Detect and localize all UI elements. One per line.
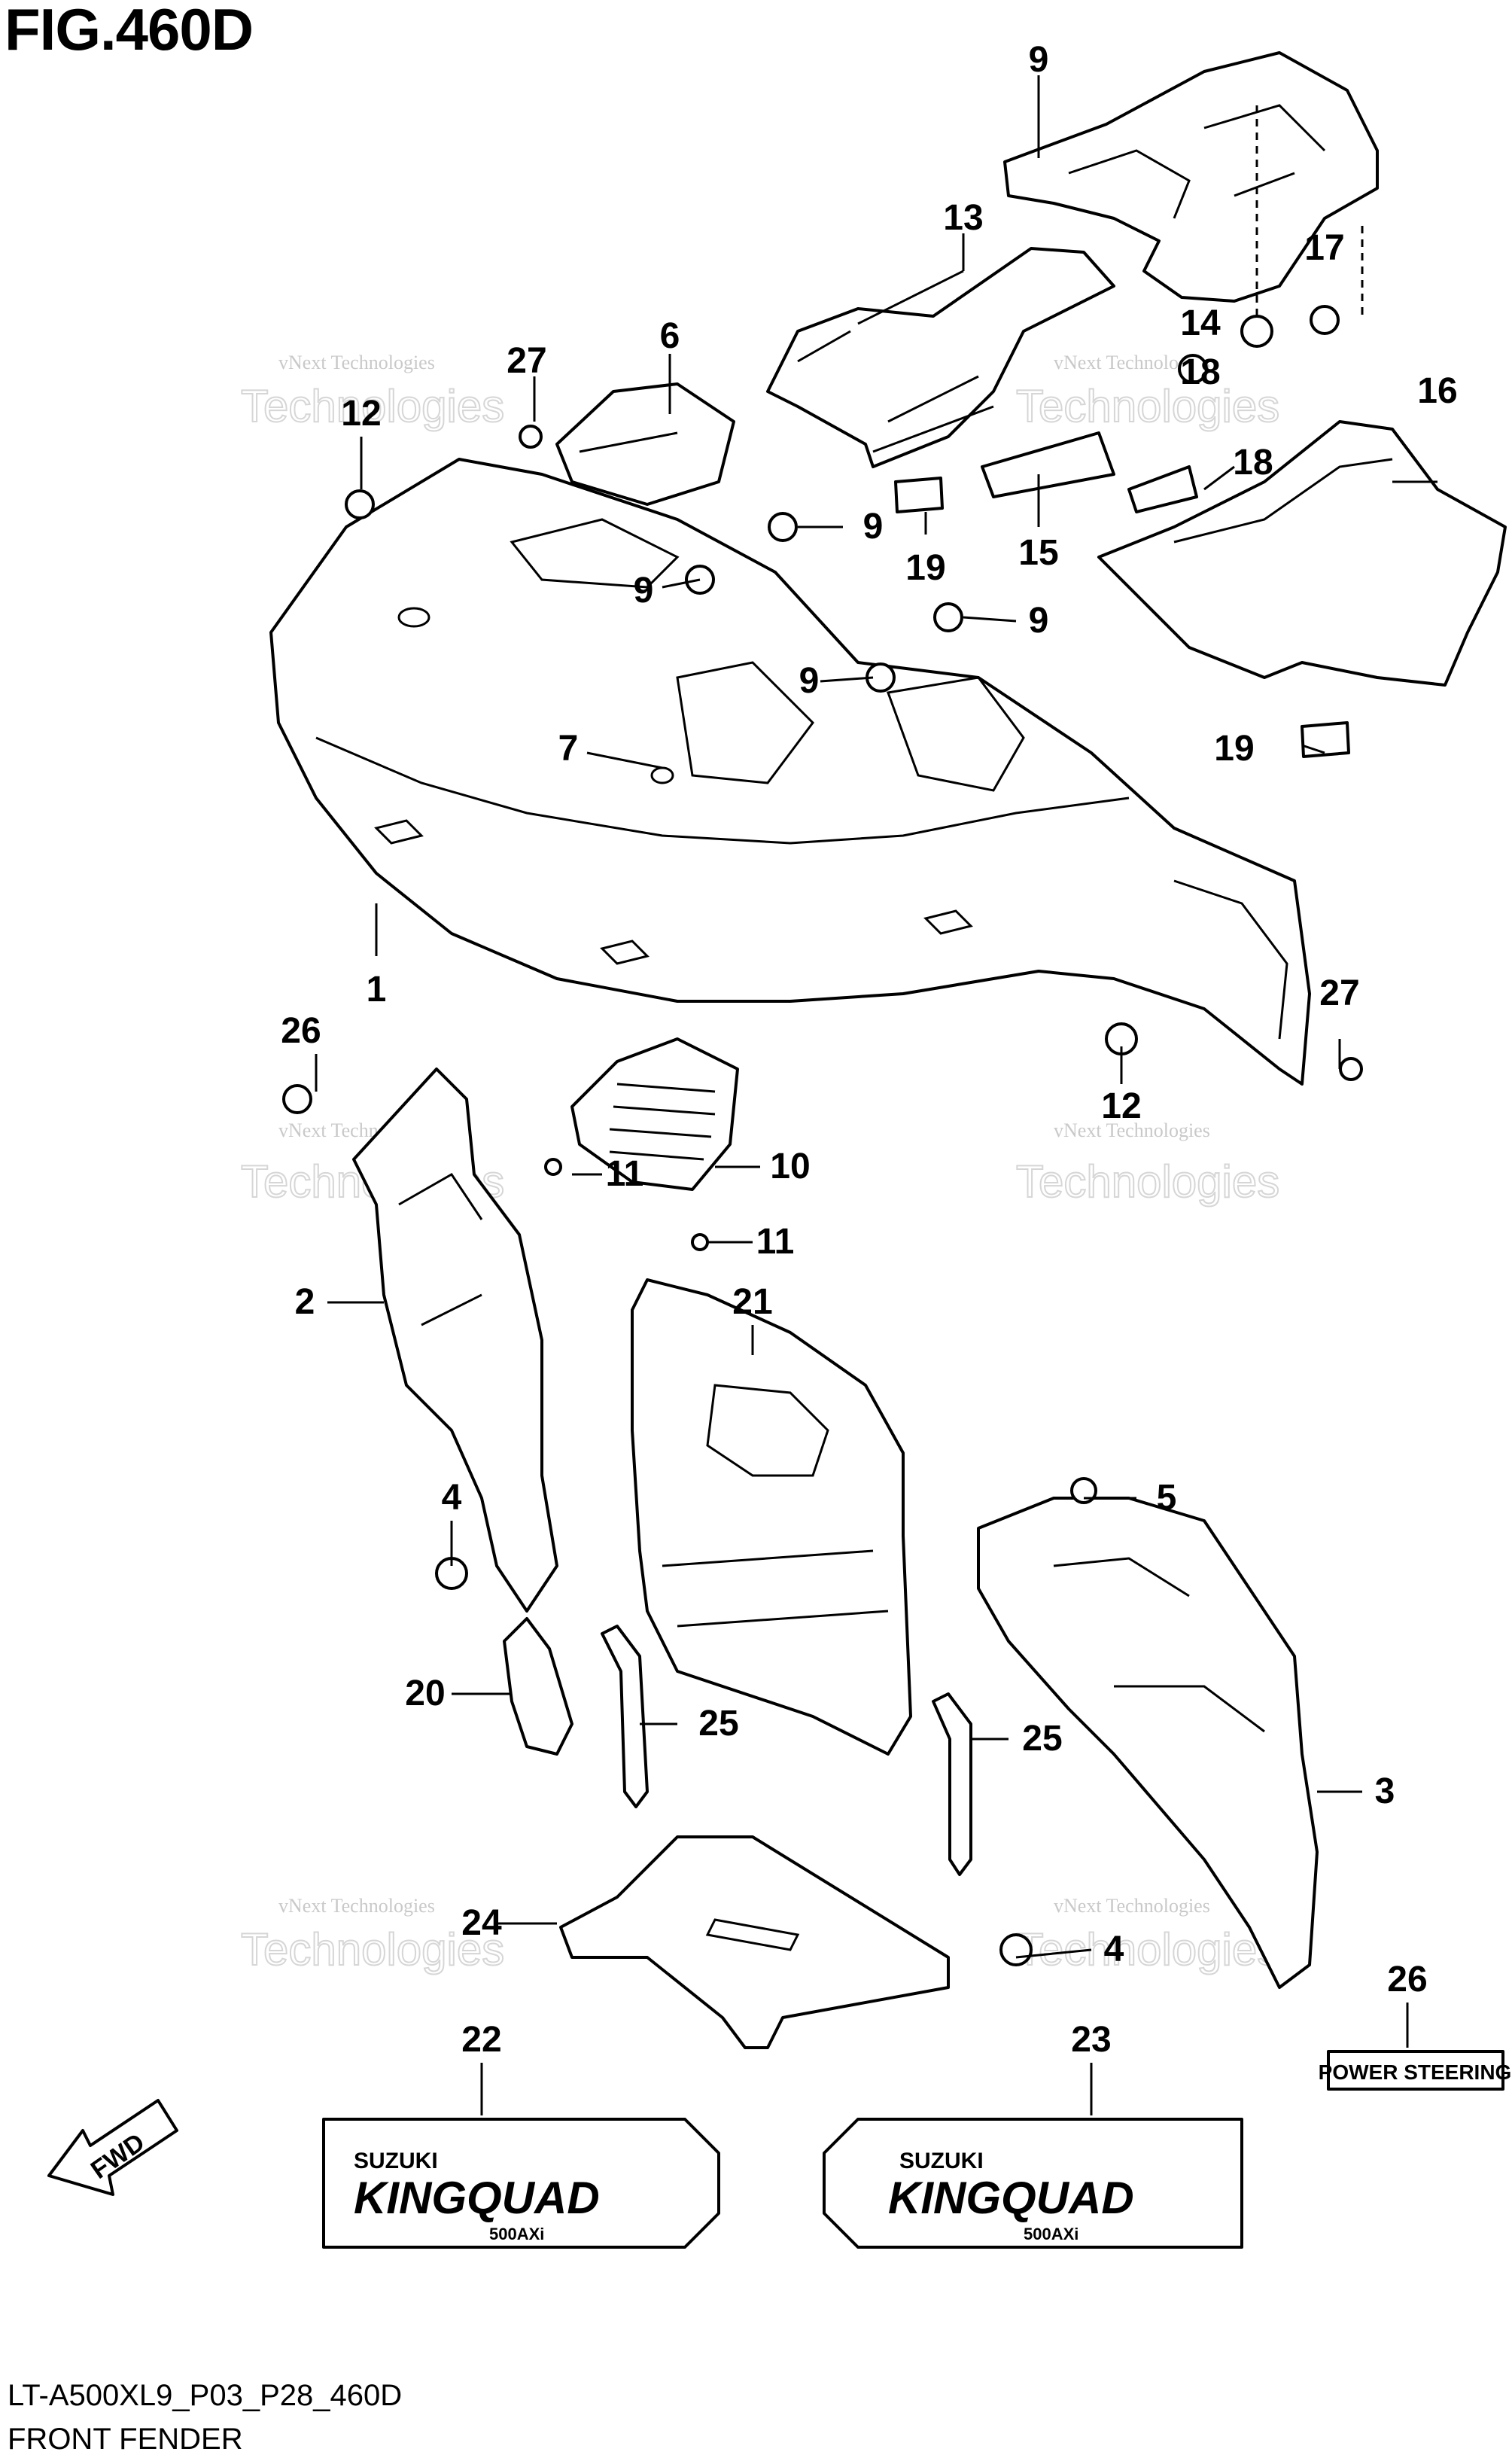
watermark-outline: Technologies xyxy=(1016,381,1279,431)
callout-number: 15 xyxy=(1018,533,1058,573)
part-16-cover xyxy=(1097,420,1507,687)
callout-number: 26 xyxy=(281,1011,321,1051)
callout-numbers: 9 13 6 27 12 1 7 9 9 9 9 15 19 18 16 17 … xyxy=(281,40,1457,2060)
watermark-text: vNext Technologies xyxy=(1054,1895,1210,1917)
decal-brand-text: SUZUKI xyxy=(899,2149,984,2173)
part-15-pad xyxy=(981,431,1115,498)
callout-number: 23 xyxy=(1071,2020,1111,2060)
callout-number: 16 xyxy=(1417,371,1457,411)
part-20-bracket xyxy=(503,1617,573,1756)
callout-number: 25 xyxy=(698,1704,738,1744)
callout-number: 6 xyxy=(660,316,680,356)
callout-number: 18 xyxy=(1233,443,1273,483)
callout-number: 9 xyxy=(863,507,884,547)
part-21-panel xyxy=(631,1278,912,1756)
watermark-outline: Technologies xyxy=(1016,1156,1279,1207)
callout-number: 17 xyxy=(1304,228,1344,268)
power-steering-text: POWER STEERING xyxy=(1319,2060,1512,2084)
callout-number: 5 xyxy=(1157,1478,1177,1518)
part-24-plate xyxy=(559,1835,950,2049)
decal-model-text: KINGQUAD xyxy=(354,2173,600,2223)
part-2-left-panel xyxy=(352,1068,558,1613)
part-18-pad xyxy=(1127,465,1198,513)
decal-model-text: KINGQUAD xyxy=(888,2173,1134,2223)
part-23-decal: SUZUKI KINGQUAD 500AXi xyxy=(823,2118,1243,2249)
figure-title: FIG.460D xyxy=(5,0,254,62)
figure-name: FRONT FENDER xyxy=(8,2423,243,2456)
callout-number: 27 xyxy=(1319,973,1359,1013)
watermark-text: vNext Technologies xyxy=(278,1895,435,1917)
callout-number: 1 xyxy=(367,970,387,1010)
part-6-panel xyxy=(555,382,735,506)
callout-number: 24 xyxy=(461,1903,502,1943)
decal-sub-text: 500AXi xyxy=(1024,2225,1078,2243)
callout-number: 9 xyxy=(1029,40,1049,80)
callout-number: 21 xyxy=(732,1282,772,1322)
callout-number: 12 xyxy=(1101,1086,1141,1126)
callout-number: 7 xyxy=(558,729,579,769)
leader-lines xyxy=(315,75,1437,2115)
callout-number: 12 xyxy=(341,394,381,434)
callout-number: 19 xyxy=(1214,729,1254,769)
callout-number: 27 xyxy=(507,341,546,381)
figure-code: LT-A500XL9_P03_P28_460D xyxy=(8,2379,403,2412)
callout-number: 4 xyxy=(442,1478,462,1518)
decal-brand-text: SUZUKI xyxy=(354,2149,438,2173)
part-22-decal: SUZUKI KINGQUAD 500AXi xyxy=(322,2118,720,2249)
fwd-arrow: FWD xyxy=(47,2099,178,2196)
part-10-grille xyxy=(570,1037,739,1191)
part-26-label: POWER STEERING xyxy=(1319,2050,1512,2091)
callout-number: 25 xyxy=(1022,1719,1062,1759)
callout-number: 13 xyxy=(943,198,983,238)
callout-number: 9 xyxy=(1029,601,1049,641)
watermark-group: vNext Technologies Technologies vNext Te… xyxy=(240,352,1280,1975)
callout-number: 2 xyxy=(295,1282,315,1322)
watermark-text: vNext Technologies xyxy=(1054,1119,1210,1141)
callout-number: 20 xyxy=(405,1674,445,1713)
part-25-tie xyxy=(932,1692,972,1876)
callout-number: 3 xyxy=(1375,1771,1395,1811)
part-13-bracket xyxy=(766,247,1115,468)
watermark-outline: Technologies xyxy=(1016,1924,1279,1975)
callout-number: 18 xyxy=(1180,352,1220,392)
callout-number: 9 xyxy=(634,571,654,611)
callout-number: 9 xyxy=(799,661,820,701)
decal-sub-text: 500AXi xyxy=(489,2225,544,2243)
callout-number: 26 xyxy=(1387,1960,1427,2000)
callout-number: 19 xyxy=(905,548,945,588)
watermark-outline: Technologies xyxy=(241,1924,504,1975)
callout-number: 14 xyxy=(1180,303,1221,343)
part-25-tie xyxy=(601,1625,649,1808)
part-8-top-cover xyxy=(1003,51,1379,303)
part-3-right-panel xyxy=(977,1497,1319,1989)
callout-number: 11 xyxy=(606,1154,644,1194)
callout-number: 22 xyxy=(461,2020,501,2060)
callout-number: 11 xyxy=(756,1222,795,1262)
callout-number: 4 xyxy=(1104,1929,1124,1969)
part-19-pad xyxy=(1301,721,1350,758)
part-19-pad xyxy=(894,477,944,513)
watermark-outline: Technologies xyxy=(241,381,504,431)
callout-number: 10 xyxy=(770,1147,810,1186)
watermark-text: vNext Technologies xyxy=(278,352,435,373)
